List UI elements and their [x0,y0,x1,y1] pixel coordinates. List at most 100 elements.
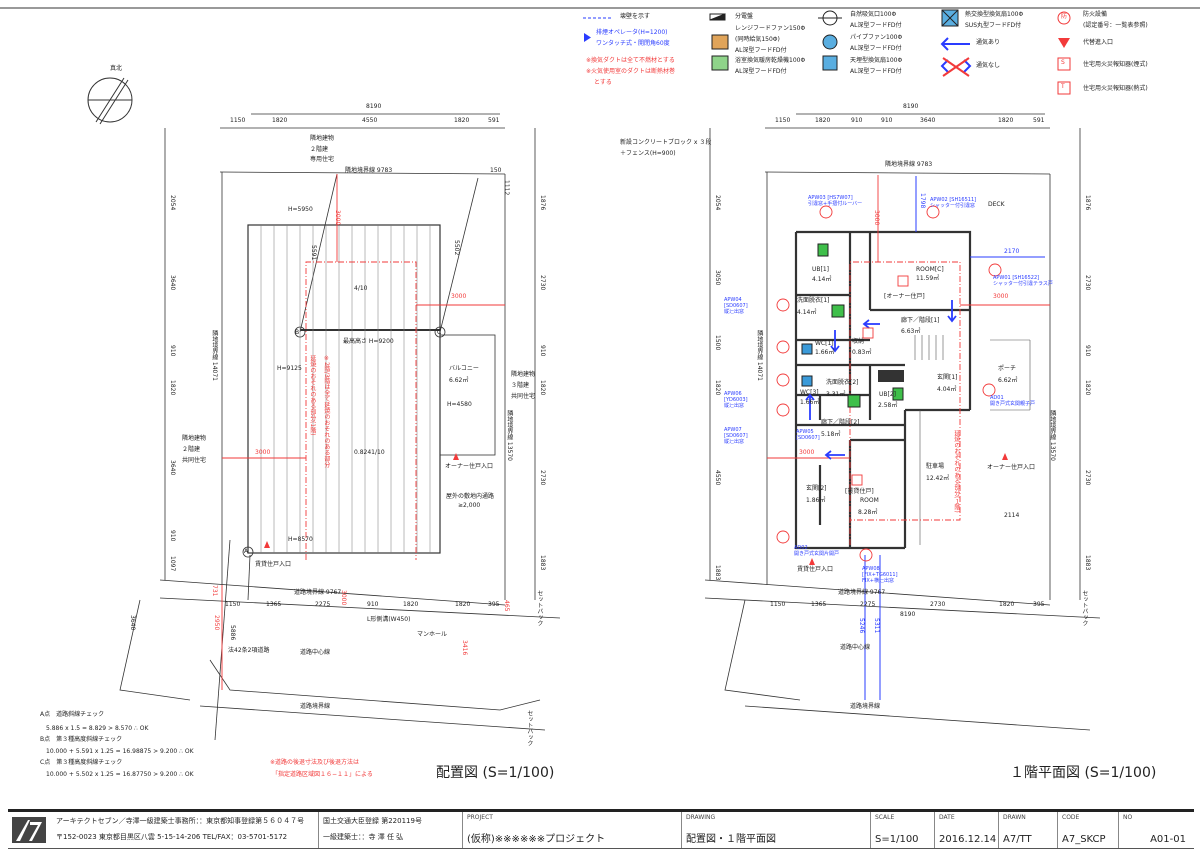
dim: 2730 [1083,470,1091,486]
roof-slope: 4/10 [354,285,368,292]
room-name: 玄関[1] [937,374,958,381]
rental-entrance: 賃貸住戸入口 [255,561,292,568]
legend-fire: 防火設備 [1083,11,1108,18]
room-name: 玄関[2] [806,485,827,492]
window-label: APW01 [SH16522] [993,275,1040,281]
check-title: A点 道路斜線チェック [40,711,105,718]
dim-total: 8190 [903,103,919,110]
dim: 1820 [272,117,288,124]
bath-fan-icon [831,304,845,318]
window-label: [SD0607] [724,303,748,309]
height-label: H=8570 [288,536,313,543]
dim: 1365 [266,601,282,608]
rental-entrance: 賃貸住戸入口 [797,566,834,573]
office-name: アーキテクトセブン／寺澤一級建築士事務所：：東京都知事登録第５６０４７号 [56,817,305,825]
dim: 4550 [362,117,378,124]
road-note: 「指定道路区域図１６−１１」による [272,771,373,778]
room-area: 1.86㎡ [806,497,826,504]
stairs [914,335,1031,545]
road-dim: 3000 [339,590,347,606]
smoke-symbol: S [1061,59,1065,66]
dim: 1820 [454,117,470,124]
owner-unit-label: [オーナー住戸] [884,293,925,300]
drawn-label: DRAWN [1003,814,1026,821]
neighbor-top: ２階建 [310,146,329,153]
boundary-top: 隣地境界線 9783 [345,167,393,174]
room-name: 廊下／階段[1] [901,317,940,324]
site-plan-title: 配置図 (S=1/100) [436,765,555,781]
neighbor-left: 共同住宅 [182,457,207,464]
office-logo [8,812,52,848]
room-name: ポーチ [998,365,1017,372]
room-area: 1.66㎡ [815,349,835,356]
room-area: 5.18㎡ [821,431,841,438]
manhole-label: マンホール [417,631,448,638]
setback-dim: 3000 [451,293,467,300]
dim: 2170 [1004,248,1020,255]
legend-bath-fan: AL深型フードFD付 [735,68,787,75]
door-label: AD02 [794,545,808,551]
fence-note: 新設コンクリートブロック x ３段 [620,139,712,146]
door-label: 開き戸式玄関親子戸 [990,401,1036,407]
balcony-label: バルコニー [449,365,479,372]
neighbor-top: 専用住宅 [310,156,335,163]
room-name: ROOM[C] [916,266,944,273]
fire-symbol: 防 [1061,13,1068,20]
setback-dim: 3000 [255,449,271,456]
road-dim: 5886 [228,625,236,641]
window-label: APW08 [862,566,880,572]
scale-label: SCALE [875,814,895,821]
north-label: 真北 [110,65,123,72]
dim: 1150 [770,601,786,608]
height-label: H=5950 [288,206,313,213]
operator-triangle-icon [584,33,591,42]
dim: 1820 [538,380,546,396]
door-label: 開き戸式玄関片開戸 [794,551,840,557]
check-calc: 10.000 + 5.502 x 1.25 = 16.87750 > 9.200… [46,771,194,778]
legend-pipe-fan: AL深型フードFD付 [850,45,902,52]
fire-equipment-icons [776,205,1002,562]
window-label: APW03 [HS7W07] [808,195,853,201]
road-center: 道路中心線 [840,644,871,651]
stove-icon [878,370,904,382]
boundary-top: 隣地境界線 9783 [885,161,933,168]
dim: 1820 [168,380,176,396]
room-area: 6.63㎡ [901,328,921,335]
window-label: APW06 [724,391,742,397]
dim: 1500 [713,335,721,351]
dim: 1097 [168,556,176,572]
dim: 2275 [860,601,876,608]
room-area: 4.04㎡ [937,386,957,393]
check-calc: 5.886 x 1.5 = 8.829 > 8.570 ∴ OK [46,725,149,732]
legend-bath-fan: 浴室換気暖房乾燥機100Φ [735,57,806,64]
vent-no-icon [940,57,972,77]
road-note: ※道路の後退寸法及び後退方法は [270,759,360,766]
ceiling-fan-icon [822,55,838,71]
room-name: 廊下／階段[2] [821,419,860,426]
room-area: 6.62㎡ [998,377,1018,384]
window-label: APW07 [724,427,742,433]
legend-note: ※換気ダクトは全て不燃材とする [586,57,675,64]
title-block: アーキテクトセブン／寺澤一級建築士事務所：：東京都知事登録第５６０４７号 〒15… [8,809,1194,849]
check-title: B点 第３種高度斜線チェック [40,736,123,743]
neighbor-left: ２階建 [182,446,201,453]
pipe-fan-icon [801,375,813,387]
legend-note: ※火気使用室のダクトは断熱材巻 [586,68,676,75]
room-name: 駐車場 [926,463,945,470]
dim: 2730 [930,601,946,608]
detector-icons [851,275,909,486]
neighbor-right: 隣地建物 [511,371,536,378]
scale-value: S=1/100 [875,834,919,845]
pipe-fan-icon [822,34,838,50]
dim: 1876 [538,195,546,211]
dim: 5311 [872,618,880,634]
bath-fan-icon [711,55,729,71]
setback-dim: 3000 [872,210,880,226]
fence-note: ＋フェンス(H=900) [620,150,676,157]
height-label: H=9125 [277,365,302,372]
site-plan-lines [119,113,561,741]
point-b: B [295,329,300,336]
room-name: ROOM [860,497,879,504]
window-label: APW05 [796,429,814,435]
date-value: 2016.12.14 [939,834,997,845]
